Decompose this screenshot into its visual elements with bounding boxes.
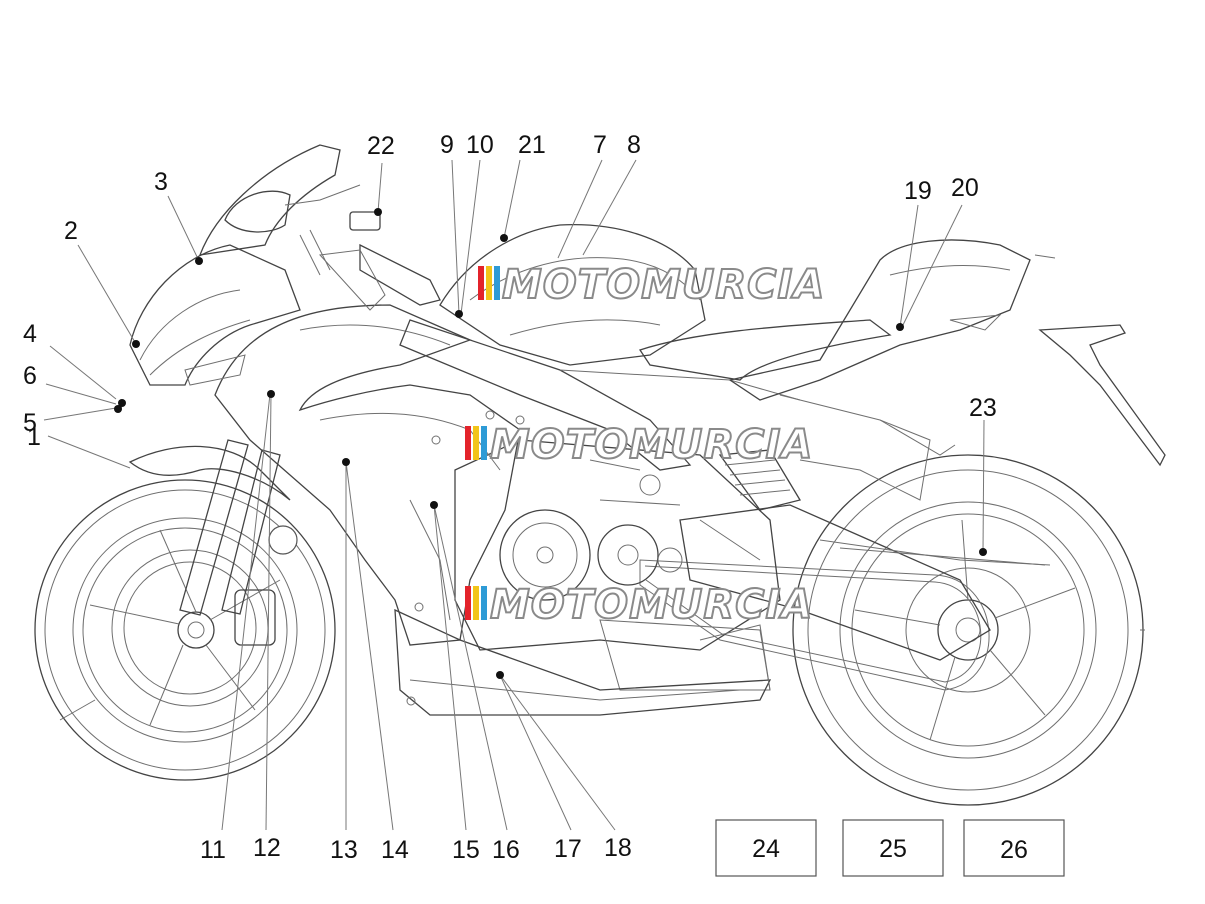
fuel-tank — [439, 224, 706, 366]
callout-dots — [114, 208, 987, 679]
handlebar — [299, 211, 441, 311]
tail-fairing — [728, 239, 1031, 401]
callout-17: 17 — [554, 835, 582, 863]
callout-21: 21 — [518, 131, 546, 159]
callout-11: 11 — [200, 836, 226, 864]
callout-20: 20 — [951, 174, 979, 202]
rear-wheel — [792, 454, 1145, 806]
callout-15: 15 — [452, 836, 480, 864]
watermark-bottom: MOTOMURCIA — [465, 581, 813, 629]
box-25-label: 25 — [879, 835, 907, 863]
belly-pan — [394, 608, 772, 716]
callout-12: 12 — [253, 834, 281, 862]
watermark-text: MOTOMURCIA — [490, 582, 813, 628]
box-24-label: 24 — [752, 835, 780, 863]
watermark-top: MOTOMURCIA — [478, 261, 825, 309]
license-holder — [1038, 324, 1166, 467]
swingarm — [679, 504, 991, 661]
drive-chain — [639, 559, 990, 691]
callout-1: 1 — [27, 423, 41, 451]
front-nose — [129, 244, 301, 386]
callout-8: 8 — [627, 131, 641, 159]
callout-6: 6 — [23, 362, 37, 390]
main-fairing — [214, 304, 521, 646]
watermark-text: MOTOMURCIA — [490, 422, 813, 468]
callout-9: 9 — [440, 131, 454, 159]
box-24: 24 — [715, 819, 817, 877]
callout-18: 18 — [604, 834, 632, 862]
callout-13: 13 — [330, 836, 358, 864]
callout-numbers: 1 2 3 4 5 6 7 8 9 10 11 12 13 14 15 16 1… — [23, 131, 997, 864]
callout-16: 16 — [492, 836, 520, 864]
callout-10: 10 — [466, 131, 494, 159]
callout-5: 5 — [23, 409, 37, 437]
callout-19: 19 — [904, 177, 932, 205]
motorcycle-drawing — [34, 144, 1166, 806]
front-fender — [128, 445, 291, 501]
callout-22: 22 — [367, 132, 395, 160]
front-wheel — [34, 479, 336, 781]
frame — [399, 319, 692, 471]
box-26-label: 26 — [1000, 836, 1028, 864]
leader-lines — [43, 159, 985, 831]
callout-14: 14 — [381, 836, 409, 864]
callout-3: 3 — [154, 168, 168, 196]
callout-23: 23 — [969, 394, 997, 422]
watermark-text: MOTOMURCIA — [502, 262, 825, 308]
box-25: 25 — [842, 819, 944, 877]
rear-shock — [718, 449, 802, 511]
seat — [638, 319, 892, 381]
callout-2: 2 — [64, 217, 78, 245]
windscreen — [199, 144, 341, 256]
box-26: 26 — [963, 819, 1065, 877]
callout-7: 7 — [593, 131, 607, 159]
mirror — [224, 190, 291, 233]
watermark-middle: MOTOMURCIA — [465, 421, 813, 469]
callout-4: 4 — [23, 320, 37, 348]
